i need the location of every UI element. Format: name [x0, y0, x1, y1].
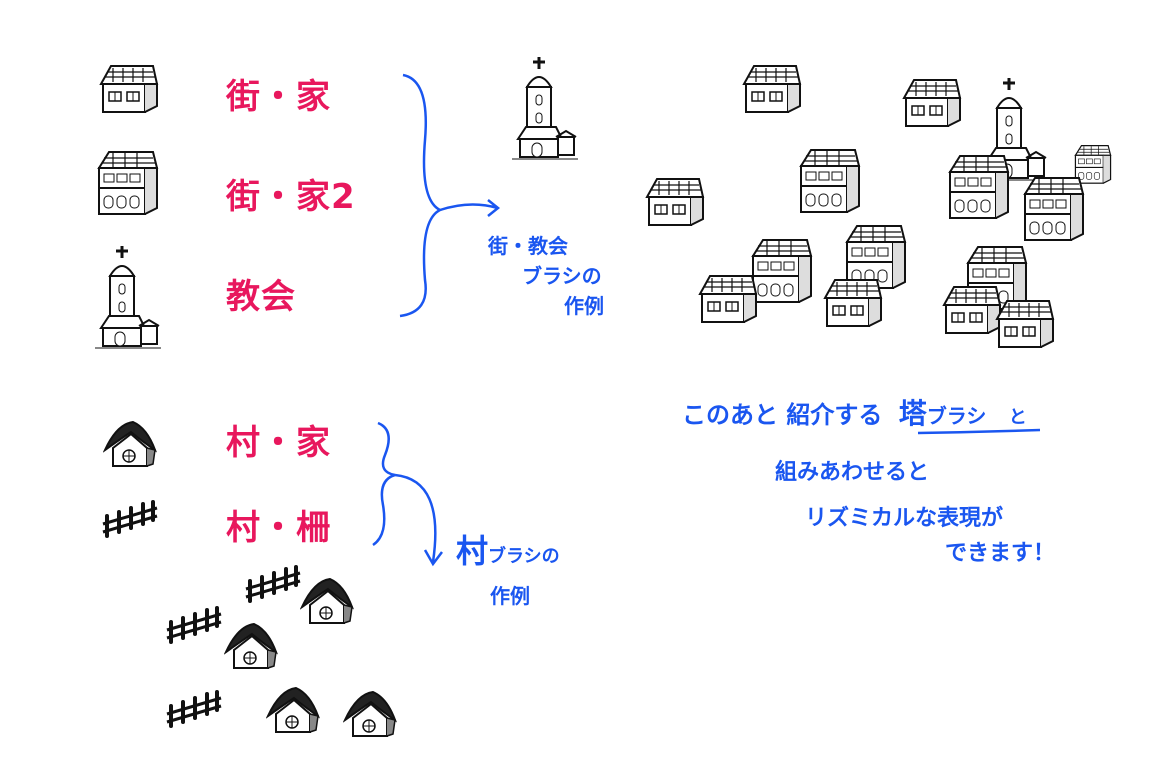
label-town-house: 街・家 — [226, 77, 331, 117]
note-village-1: 村ブラシの — [456, 535, 560, 567]
label-town-house2: 街・家2 — [226, 177, 356, 217]
note-combine-tower: 塔 — [898, 397, 927, 430]
town-house-icon — [696, 272, 758, 326]
village-house-icon — [103, 420, 157, 470]
note-town-3: 作例 — [564, 294, 604, 318]
note-combine-pre: このあと 紹介する — [682, 401, 883, 429]
village-fence-icon — [165, 604, 223, 644]
town-house2-icon — [749, 238, 815, 306]
village-house-icon — [266, 686, 320, 736]
village-fence-icon — [244, 563, 302, 603]
town-arrow — [439, 199, 501, 217]
note-combine-4: できます！ — [945, 541, 1056, 566]
village-fence-icon — [101, 498, 159, 538]
church-icon — [95, 244, 161, 350]
note-town-1: 街・教会 — [488, 234, 568, 258]
note-village-rest: ブラシの — [488, 546, 560, 567]
town-house-icon — [740, 62, 802, 116]
note-combine-3: リズミカルな表現が — [805, 506, 1004, 531]
note-combine-brush: ブラシ — [926, 404, 987, 428]
town-house2-icon — [95, 150, 161, 218]
note-combine-2: 組みあわせると — [775, 460, 930, 485]
village-house-icon — [300, 577, 354, 627]
town-brace — [399, 73, 443, 318]
label-village-fence: 村・柵 — [226, 508, 331, 548]
village-house-icon — [224, 622, 278, 672]
town-house-icon — [900, 76, 962, 130]
label-church: 教会 — [226, 277, 296, 317]
note-combine-1: このあと 紹介する 塔ブラシ と — [682, 400, 1027, 428]
village-fence-icon — [165, 688, 223, 728]
town-house-icon — [821, 276, 883, 330]
town-house2-icon — [1021, 176, 1087, 244]
town-house2-icon — [946, 154, 1012, 222]
town-house-icon — [643, 175, 705, 229]
label-village-house: 村・家 — [226, 423, 331, 463]
town-house-icon — [97, 62, 159, 116]
village-brace — [372, 421, 396, 547]
town-house2-icon — [797, 148, 863, 216]
note-village-2: 作例 — [490, 584, 530, 608]
note-village-big: 村 — [456, 532, 489, 570]
village-house-icon — [343, 690, 397, 740]
note-town-2: ブラシの — [522, 264, 602, 288]
town-house-icon — [993, 297, 1055, 351]
example-church-icon — [512, 55, 578, 161]
note-combine-post: と — [1008, 407, 1027, 428]
tower-underline — [917, 428, 1041, 435]
village-arrow — [394, 473, 443, 567]
